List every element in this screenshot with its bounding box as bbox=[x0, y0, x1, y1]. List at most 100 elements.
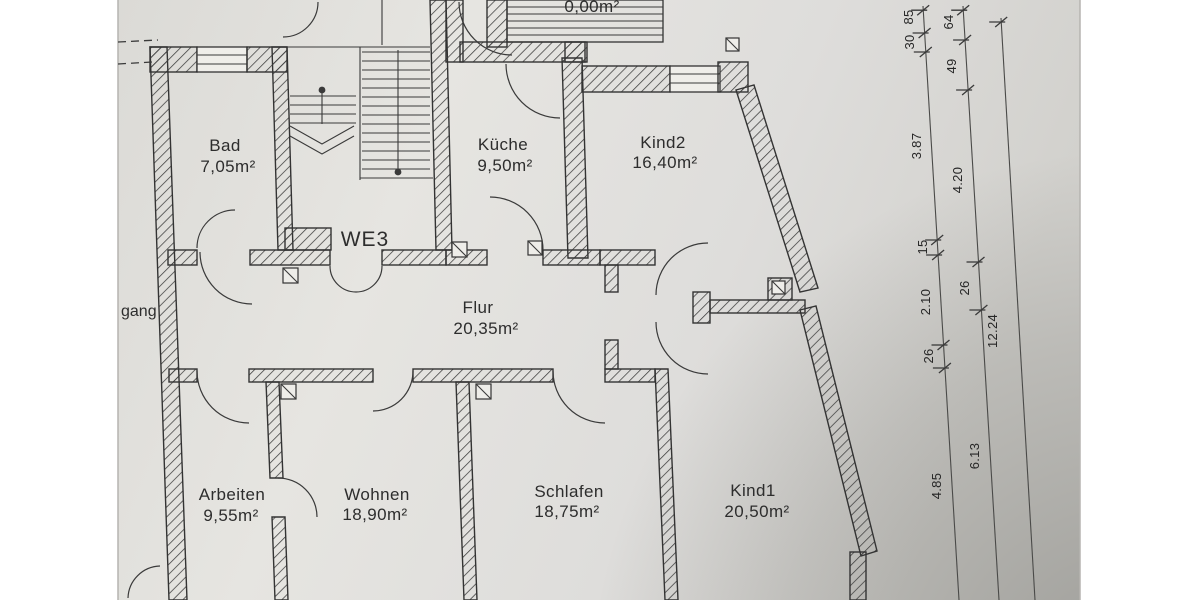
wall-flur-bot-1 bbox=[168, 368, 198, 383]
wall-landing-left bbox=[445, 0, 464, 63]
flue-icon bbox=[527, 240, 543, 256]
room-label-kind1: Kind1 bbox=[730, 481, 775, 500]
room-area-kind2: 16,40m² bbox=[632, 153, 697, 172]
dashed-continuation-lines bbox=[117, 39, 159, 65]
dim-value: 3.87 bbox=[909, 133, 924, 160]
flue-icon bbox=[475, 383, 492, 400]
room-area-kind1: 20,50m² bbox=[724, 502, 789, 521]
door-kind2-flur bbox=[655, 242, 709, 296]
dim-value: 15 bbox=[915, 239, 930, 254]
dim-value: 85 bbox=[901, 9, 916, 24]
room-label-kueche: Küche bbox=[478, 135, 528, 154]
wall-kind2-corner bbox=[717, 61, 749, 93]
wall-jamb-kind2door bbox=[604, 264, 619, 293]
door-wohnen-flur bbox=[372, 370, 414, 412]
dim-ticks-outer bbox=[989, 16, 1008, 28]
room-area-bad: 7,05m² bbox=[200, 157, 255, 176]
door-landing-left bbox=[282, 1, 319, 38]
dim-labels-middle: 64 49 4.20 26 6.13 bbox=[941, 14, 982, 469]
window-kind2 bbox=[669, 65, 721, 93]
walls bbox=[149, 0, 878, 600]
wall-flur-top-2 bbox=[249, 249, 331, 266]
room-area-schlafen: 18,75m² bbox=[534, 502, 599, 521]
dim-labels-inner: 85 30 3.87 15 2.10 26 4.85 bbox=[901, 9, 944, 499]
door-arbeiten-flur bbox=[196, 370, 250, 424]
door-bad-flur bbox=[199, 251, 253, 305]
door-kueche-top bbox=[505, 63, 561, 119]
edge-text-gang: gang bbox=[121, 303, 157, 320]
door-landing-right bbox=[458, 1, 513, 56]
dim-chain-middle-line bbox=[962, 5, 1000, 600]
wall-flur-right bbox=[709, 299, 806, 314]
wall-landing-right bbox=[486, 0, 508, 48]
dim-chain-inner-line bbox=[922, 5, 960, 600]
wall-bad-top-left bbox=[149, 46, 198, 73]
flue-icon bbox=[282, 267, 299, 284]
wall-flur-top-3 bbox=[381, 249, 447, 266]
dim-chain-outer-line bbox=[1000, 17, 1036, 600]
door-kueche-flur bbox=[489, 196, 544, 251]
wall-flur-top-1 bbox=[167, 249, 198, 266]
dim-value: 12.24 bbox=[985, 314, 1000, 348]
balcony-area-partial: 0,00m² bbox=[564, 0, 619, 16]
dim-value: 49 bbox=[944, 58, 959, 73]
dim-value: 6.13 bbox=[967, 443, 982, 470]
dim-ticks-inner bbox=[911, 4, 952, 374]
room-area-wohnen: 18,90m² bbox=[342, 505, 407, 524]
wall-flur-top-6 bbox=[599, 249, 656, 266]
stair-treads-left bbox=[289, 95, 356, 155]
wall-slant-kind1 bbox=[799, 305, 878, 557]
room-label-kind2: Kind2 bbox=[640, 133, 685, 152]
room-label-bad: Bad bbox=[209, 136, 240, 155]
wall-arbeiten-wohnen-lower bbox=[271, 516, 289, 600]
dim-value: 26 bbox=[957, 280, 972, 295]
flue-icon bbox=[451, 241, 468, 258]
wall-flur-top-5 bbox=[542, 249, 601, 266]
dim-value: 4.20 bbox=[950, 167, 965, 194]
dim-ticks-middle bbox=[951, 4, 988, 316]
unit-label-we3: WE3 bbox=[341, 228, 390, 251]
flue-icon bbox=[725, 37, 740, 52]
room-area-kueche: 9,50m² bbox=[477, 156, 532, 175]
room-label-wohnen: Wohnen bbox=[344, 485, 409, 504]
room-label-arbeiten: Arbeiten bbox=[199, 485, 266, 504]
door-we3-right-leaf bbox=[355, 265, 383, 293]
dim-value: 64 bbox=[941, 14, 956, 29]
wall-kind2-top bbox=[581, 65, 671, 93]
wall-flur-bot-2 bbox=[248, 368, 374, 383]
dimension-chains: 85 30 3.87 15 2.10 26 4.85 64 49 4.20 26… bbox=[901, 4, 1036, 600]
room-area-flur: 20,35m² bbox=[453, 319, 518, 338]
room-label-schlafen: Schlafen bbox=[534, 482, 603, 501]
room-label-flur: Flur bbox=[463, 298, 494, 317]
dim-value: 26 bbox=[921, 348, 936, 363]
flue-icon bbox=[280, 383, 297, 400]
wall-bowtie-stub bbox=[692, 291, 711, 324]
door-schlafen-flur bbox=[552, 370, 606, 424]
dim-value: 4.85 bbox=[929, 473, 944, 500]
door-bad-inner bbox=[196, 209, 236, 249]
door-we3-left-leaf bbox=[329, 265, 357, 293]
wall-wohnen-schlafen bbox=[455, 381, 478, 600]
dim-value: 2.10 bbox=[918, 289, 933, 316]
flue-symbols bbox=[280, 37, 786, 400]
door-arbeiten-wohnen bbox=[277, 477, 318, 518]
window-bad bbox=[196, 46, 248, 73]
wall-jamb-schlafen bbox=[604, 339, 619, 370]
balcony-strip bbox=[506, 0, 664, 43]
wall-flur-bot-4 bbox=[604, 368, 656, 383]
door-kind1-flur bbox=[655, 321, 709, 375]
flue-icon bbox=[771, 280, 786, 295]
wall-under-stair bbox=[284, 227, 332, 251]
wall-slant-kind2 bbox=[735, 84, 819, 293]
dim-labels-outer: 12.24 bbox=[985, 314, 1000, 348]
wall-schlafen-kind1 bbox=[654, 368, 679, 600]
staircase bbox=[287, 0, 433, 180]
dim-value: 30 bbox=[902, 34, 917, 49]
wall-flur-bot-3 bbox=[412, 368, 554, 383]
room-area-arbeiten: 9,55m² bbox=[203, 506, 258, 525]
door-exterior-bottom-left bbox=[127, 565, 161, 599]
stair-walkline bbox=[318, 50, 402, 176]
wall-kind1-bottom-right bbox=[849, 551, 867, 600]
